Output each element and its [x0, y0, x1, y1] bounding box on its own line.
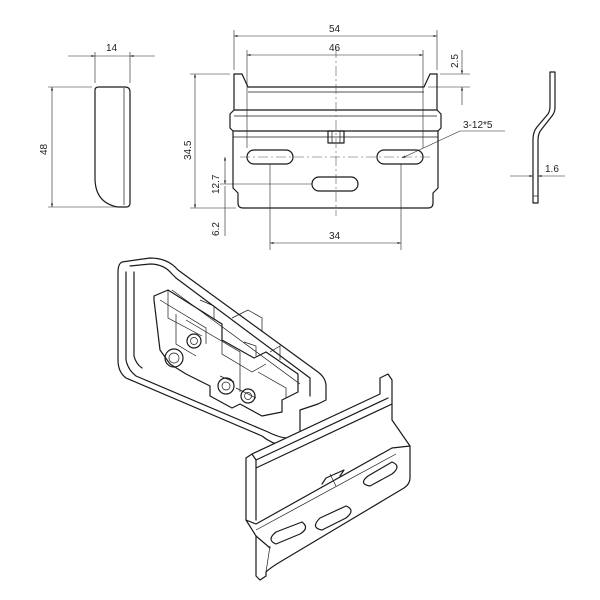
- isometric-view: [117, 257, 411, 581]
- dim-slot-span: 46: [329, 43, 341, 54]
- slot-center: [311, 176, 359, 192]
- side-view: 14 48: [39, 43, 155, 208]
- dim-side-width: 14: [106, 43, 118, 54]
- dim-plate-height: 34.5: [183, 140, 194, 160]
- dim-bottom-offset: 6.2: [211, 222, 222, 236]
- profile-view: 1.6: [510, 71, 565, 204]
- dim-slot-offset: 12.7: [211, 174, 222, 194]
- dim-side-height: 48: [39, 143, 50, 155]
- front-view: 54 46 2.5 34.5 12.7 6.2 34 3-12*5: [183, 24, 505, 250]
- dim-plate-width: 54: [329, 24, 341, 35]
- dim-thickness: 1.6: [545, 164, 559, 175]
- dim-lower-span: 34: [329, 231, 341, 242]
- dim-lip-depth: 2.5: [450, 54, 461, 68]
- slot-callout: 3-12*5: [463, 120, 493, 131]
